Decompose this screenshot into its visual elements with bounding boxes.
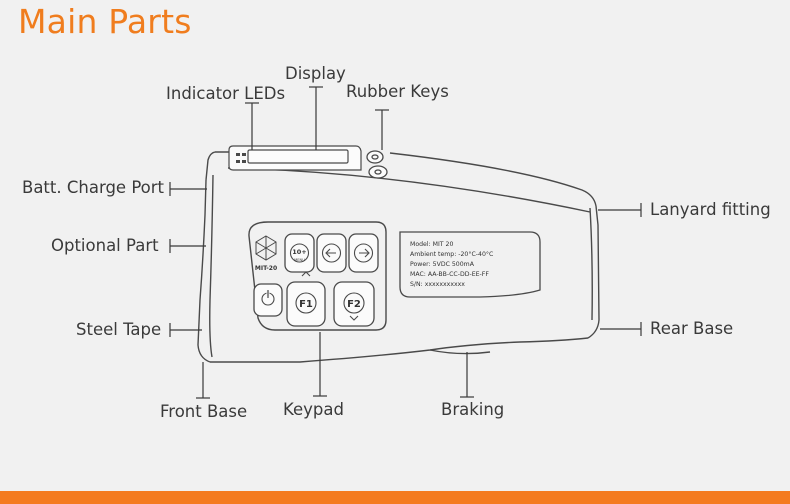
keypad-panel <box>248 221 387 331</box>
label-optional-part: Optional Part <box>51 236 159 255</box>
logo-icon <box>255 235 277 261</box>
nameplate-line-2: Ambient temp: -20°C-40°C <box>410 250 493 258</box>
label-braking: Braking <box>441 400 505 419</box>
leader-lines <box>169 86 642 399</box>
page-title: Main Parts <box>18 2 192 41</box>
label-steel-tape: Steel Tape <box>76 320 162 339</box>
menu-key-circle-icon <box>289 243 310 263</box>
label-rubber-keys: Rubber Keys <box>346 82 449 101</box>
label-batt-charge-port: Batt. Charge Port <box>22 178 165 197</box>
label-indicator-leds: Indicator LEDs <box>166 84 286 103</box>
right-arrow-circle-icon <box>353 243 374 263</box>
label-rear-base: Rear Base <box>650 319 734 338</box>
f1-key-text: F1 <box>299 299 313 310</box>
label-lanyard-fitting: Lanyard fitting <box>650 200 771 219</box>
ten-key-text: 10+ <box>292 248 307 256</box>
left-arrow-icon <box>325 248 336 258</box>
down-triangle-icon <box>349 315 359 321</box>
up-triangle-icon <box>301 271 311 277</box>
indicator-leds <box>236 153 246 163</box>
f1-circle-icon <box>295 292 317 314</box>
power-key <box>253 283 283 317</box>
f2-key-text: F2 <box>347 299 361 310</box>
menu-key-text: MENU <box>294 258 305 262</box>
menu-key <box>284 233 315 273</box>
f2-key <box>333 281 375 327</box>
label-display: Display <box>285 64 346 83</box>
label-keypad: Keypad <box>283 400 344 419</box>
nameplate-line-5: S/N: xxxxxxxxxxx <box>410 281 465 288</box>
f2-circle-icon <box>343 292 365 314</box>
nameplate-line-1: Model: MIT 20 <box>410 241 453 248</box>
device-body <box>197 151 600 363</box>
left-arrow-circle-icon <box>321 243 342 263</box>
label-front-base: Front Base <box>160 402 248 421</box>
nameplate <box>399 231 541 298</box>
nameplate-line-4: MAC: AA-BB-CC-DD-EE-FF <box>410 271 489 278</box>
logo-text: MIT-20 <box>255 265 277 272</box>
right-arrow-icon <box>359 248 370 258</box>
display-housing <box>228 145 362 171</box>
nameplate-line-3: Power: 5VDC 500mA <box>410 261 475 268</box>
bottom-accent-bar <box>0 491 790 504</box>
rubber-keys <box>366 150 388 179</box>
f1-key <box>286 281 326 327</box>
